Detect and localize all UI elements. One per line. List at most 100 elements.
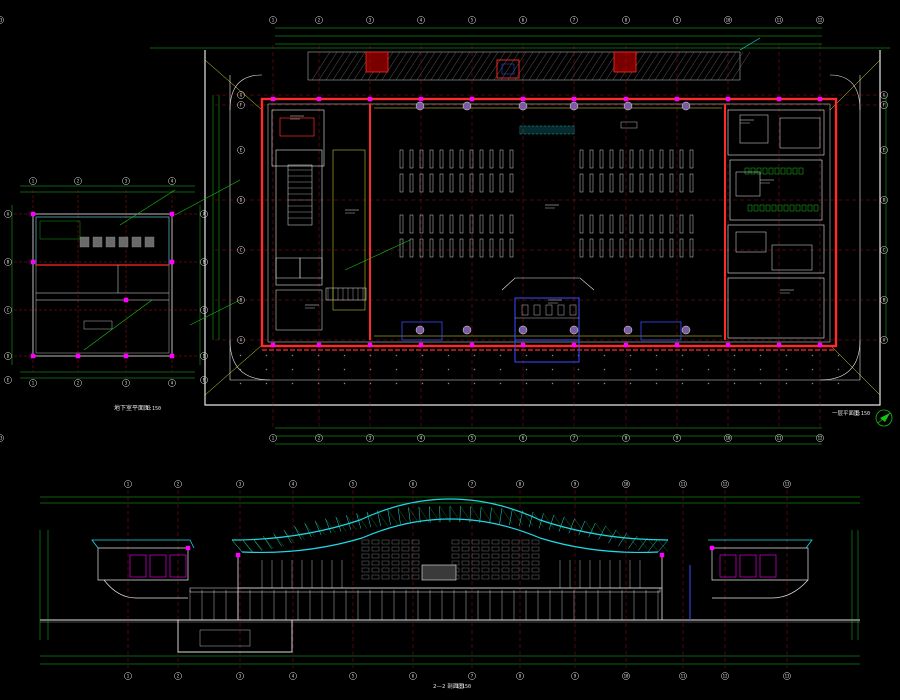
paving-dot (603, 368, 606, 371)
stage-outline (501, 277, 595, 291)
section-axis-top-5: 5 (352, 482, 355, 487)
section-axis-top-4-bubble (289, 480, 297, 488)
column-marker (169, 259, 175, 265)
basement-axis-top-3-bubble (122, 177, 130, 185)
tier-seat (511, 567, 520, 573)
main-axis-right-B-bubble (880, 296, 888, 304)
tier-seat (481, 567, 490, 573)
main-axis-bottom-2: 2 (318, 436, 321, 441)
main-axis-top-4-bubble (417, 16, 425, 24)
seat-row (459, 173, 464, 193)
section-axis-bottom-13: 13 (785, 674, 790, 679)
main-axis-bottom-3-bubble (366, 434, 374, 442)
seat-row (619, 238, 624, 258)
main-axis-bottom-11-bubble (775, 434, 783, 442)
axis-column (623, 96, 629, 102)
main-axis-bottom-5: 5 (471, 436, 474, 441)
section-axis-top-1-bubble (124, 480, 132, 488)
seat-row (439, 149, 444, 169)
tier-seat (381, 539, 390, 545)
seat-row (679, 173, 684, 193)
axis-column (469, 96, 475, 102)
tier-seat (491, 553, 500, 559)
seat-row (449, 173, 454, 193)
truss-diagonal (439, 506, 451, 523)
counter-slot (567, 125, 571, 135)
canopy-hatch (339, 51, 359, 81)
seat-row (469, 238, 474, 258)
left-wing-window (149, 554, 167, 578)
seat-row (589, 149, 594, 169)
main-axis-bottom-13-bubble (0, 434, 4, 442)
truss-diagonal (304, 522, 316, 538)
tier-seat (491, 560, 500, 566)
axis-column (520, 342, 526, 348)
seat-row (659, 173, 664, 193)
seat-row (659, 214, 664, 234)
right-wing-roof (708, 539, 813, 549)
seat-row (409, 238, 414, 258)
seat-row (669, 214, 674, 234)
canopy-hatch (486, 51, 506, 81)
seat-row (629, 238, 634, 258)
truss-web (335, 516, 342, 532)
truss-diagonal (553, 514, 565, 531)
truss-diagonal (356, 513, 368, 529)
basement-outline (32, 213, 173, 357)
main-axis-top-7: 7 (573, 18, 576, 23)
section-axis-top-3: 3 (239, 482, 242, 487)
basement-axis-left-C-bubble (4, 306, 12, 314)
seat-row (609, 173, 614, 193)
counter-slot (535, 125, 539, 135)
paving-dot (473, 368, 476, 371)
axis-column (725, 342, 731, 348)
main-axis-left-A-bubble (237, 336, 245, 344)
main-axis-top-9: 9 (676, 18, 679, 23)
seat-row (619, 149, 624, 169)
paving-dot (707, 368, 710, 371)
right-wing-window (759, 554, 777, 578)
section-axis-bottom-6-bubble (409, 672, 417, 680)
paving-dot (395, 368, 398, 371)
paving-dot (421, 382, 424, 385)
main-axis-top-7-bubble (570, 16, 578, 24)
stage-opening (421, 564, 457, 581)
seat-row (469, 214, 474, 234)
basement-axis-bottom-2-bubble (74, 379, 82, 387)
seat-row (489, 149, 494, 169)
axis-column (367, 96, 373, 102)
section-axis-top-7: 7 (471, 482, 474, 487)
truss-diagonal (512, 509, 523, 526)
basement-axis-left-B: B (7, 260, 10, 265)
right-office (735, 231, 767, 253)
seat-row (579, 214, 584, 234)
seat-row (499, 173, 504, 193)
seat-row (639, 238, 644, 258)
truss-web (647, 539, 658, 552)
seat-row (489, 238, 494, 258)
ground-plan-seating (399, 121, 694, 363)
tier-seat (361, 539, 370, 545)
tier-seat (371, 574, 380, 580)
main-axis-left-G-bubble (237, 91, 245, 99)
seat-row (619, 214, 624, 234)
truss-diagonal (377, 510, 388, 527)
axis-column (623, 342, 629, 348)
paving-dot (499, 368, 502, 371)
section-axis-bottom-11-bubble (679, 672, 687, 680)
truss-web (528, 511, 534, 528)
section-axis-bottom-9-bubble (571, 672, 579, 680)
paving-dot (681, 382, 684, 385)
canopy-hatch (584, 51, 604, 81)
main-axis-top-5-bubble (468, 16, 476, 24)
column-marker (169, 353, 175, 359)
main-axis-right-E: E (883, 148, 886, 153)
toilet-fixture (786, 167, 792, 175)
main-axis-top-10-bubble (724, 16, 732, 24)
section-axis-bottom-9: 9 (574, 674, 577, 679)
truss-diagonal (429, 506, 440, 523)
right-wing-curve (712, 579, 809, 599)
left-hall-aisle (332, 149, 366, 311)
seat-row (419, 173, 424, 193)
ground-floor-plan: 1122334455667788991010111112121313AABBCC… (0, 16, 893, 445)
